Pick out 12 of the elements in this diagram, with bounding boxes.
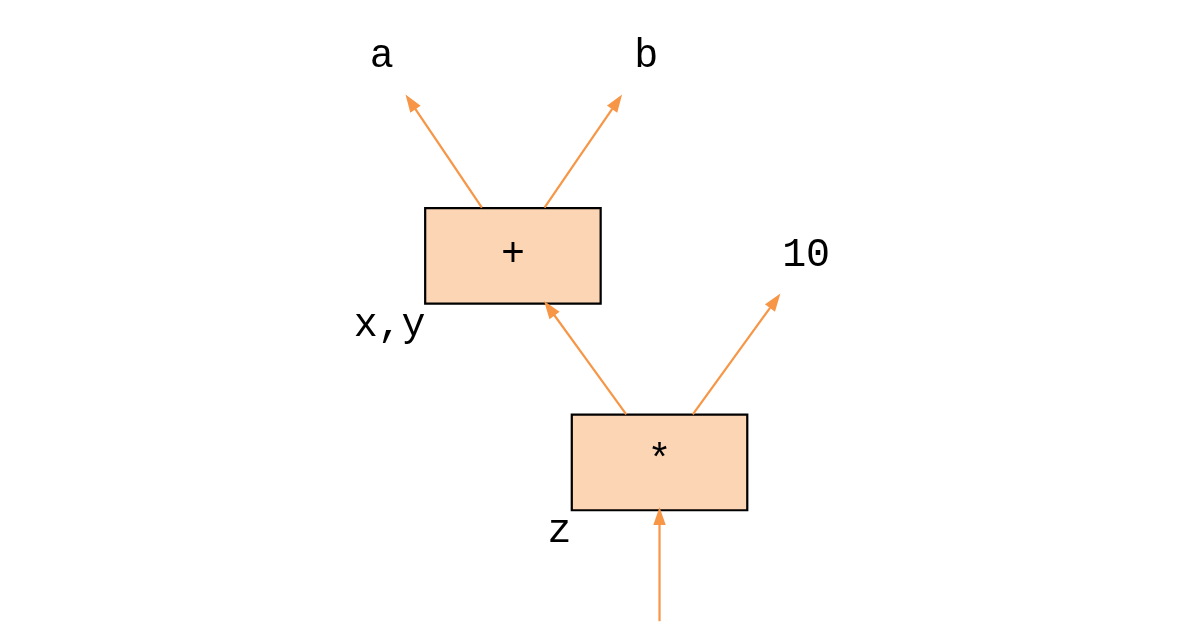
node-label: z bbox=[547, 509, 572, 555]
node-box: * bbox=[570, 413, 749, 512]
arrow bbox=[544, 301, 628, 416]
node-box: + bbox=[424, 207, 602, 305]
arrow bbox=[543, 94, 623, 209]
node-text: b bbox=[634, 33, 659, 79]
node-label: x,y bbox=[353, 302, 426, 348]
node-text: a bbox=[369, 33, 394, 79]
arrow bbox=[691, 293, 781, 416]
node-text: 10 bbox=[782, 232, 831, 278]
arrow bbox=[405, 94, 483, 209]
arrow bbox=[653, 507, 666, 622]
